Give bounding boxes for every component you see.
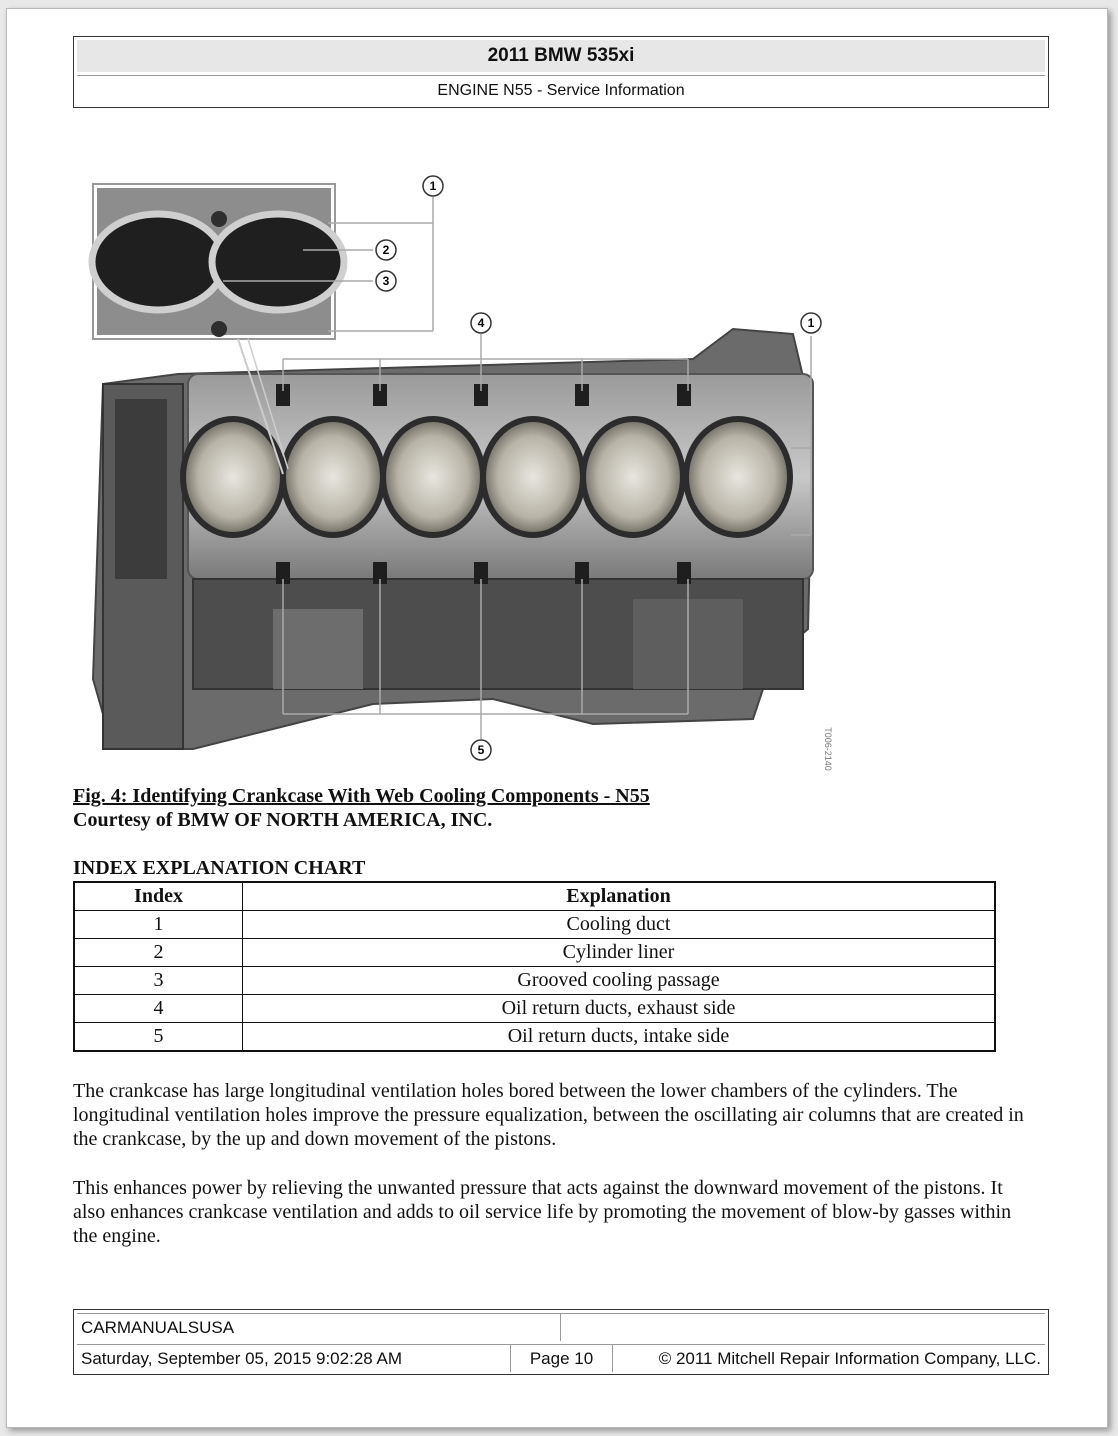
- table-row: 1 Cooling duct: [73, 910, 996, 939]
- svg-text:1: 1: [808, 316, 815, 330]
- footer-date: Saturday, September 05, 2015 9:02:28 AM: [77, 1344, 511, 1372]
- table-row: 4 Oil return ducts, exhaust side: [73, 994, 996, 1023]
- figure-courtesy: Courtesy of BMW OF NORTH AMERICA, INC.: [73, 809, 493, 831]
- crankcase-figure: 1 2 3 4 1 5 T006-2140: [88, 175, 833, 771]
- svg-text:1: 1: [430, 179, 437, 193]
- index-explanation-table: Index Explanation 1 Cooling duct 2 Cylin…: [73, 881, 996, 1052]
- callout-1-inset: 1: [422, 175, 444, 197]
- table-row: 5 Oil return ducts, intake side: [73, 1022, 996, 1052]
- page-title: 2011 BMW 535xi: [77, 40, 1045, 72]
- svg-text:2: 2: [383, 243, 390, 257]
- column-header-index: Index: [73, 881, 243, 911]
- index-cell: 1: [73, 910, 243, 939]
- explanation-cell: Oil return ducts, intake side: [242, 1022, 996, 1052]
- index-chart-title: INDEX EXPLANATION CHART: [73, 857, 366, 879]
- footer-copyright: © 2011 Mitchell Repair Information Compa…: [613, 1344, 1045, 1372]
- table-row: 3 Grooved cooling passage: [73, 966, 996, 995]
- callout-4: 4: [470, 312, 492, 334]
- callout-2: 2: [375, 239, 397, 261]
- index-cell: 4: [73, 994, 243, 1023]
- explanation-cell: Cooling duct: [242, 910, 996, 939]
- paragraph-power-enhancement: This enhances power by relieving the unw…: [73, 1177, 1012, 1247]
- page-footer: CARMANUALSUSA Saturday, September 05, 20…: [73, 1309, 1049, 1375]
- svg-text:3: 3: [383, 274, 390, 288]
- table-header-row: Index Explanation: [73, 881, 996, 911]
- footer-page-number: Page 10: [511, 1344, 613, 1372]
- figure-watermark: T006-2140: [823, 727, 833, 771]
- page-subtitle: ENGINE N55 - Service Information: [77, 75, 1045, 106]
- callout-3: 3: [375, 270, 397, 292]
- svg-text:5: 5: [478, 743, 485, 757]
- explanation-cell: Oil return ducts, exhaust side: [242, 994, 996, 1023]
- figure-caption-title: Fig. 4: Identifying Crankcase With Web C…: [73, 785, 650, 807]
- index-cell: 3: [73, 966, 243, 995]
- table-row: 2 Cylinder liner: [73, 938, 996, 967]
- explanation-cell: Cylinder liner: [242, 938, 996, 967]
- callout-5: 5: [470, 739, 492, 761]
- paragraph-ventilation-holes: The crankcase has large longitudinal ven…: [73, 1080, 1024, 1150]
- figure-caption: Fig. 4: Identifying Crankcase With Web C…: [73, 784, 650, 832]
- explanation-cell: Grooved cooling passage: [242, 966, 996, 995]
- page-header: 2011 BMW 535xi ENGINE N55 - Service Info…: [73, 36, 1049, 108]
- footer-empty-cell: [561, 1313, 1045, 1341]
- callout-1-right: 1: [800, 312, 822, 334]
- document-page: 2011 BMW 535xi ENGINE N55 - Service Info…: [6, 8, 1108, 1428]
- index-cell: 2: [73, 938, 243, 967]
- column-header-explanation: Explanation: [242, 881, 996, 911]
- index-cell: 5: [73, 1022, 243, 1052]
- svg-text:4: 4: [478, 316, 485, 330]
- footer-company: CARMANUALSUSA: [77, 1313, 561, 1341]
